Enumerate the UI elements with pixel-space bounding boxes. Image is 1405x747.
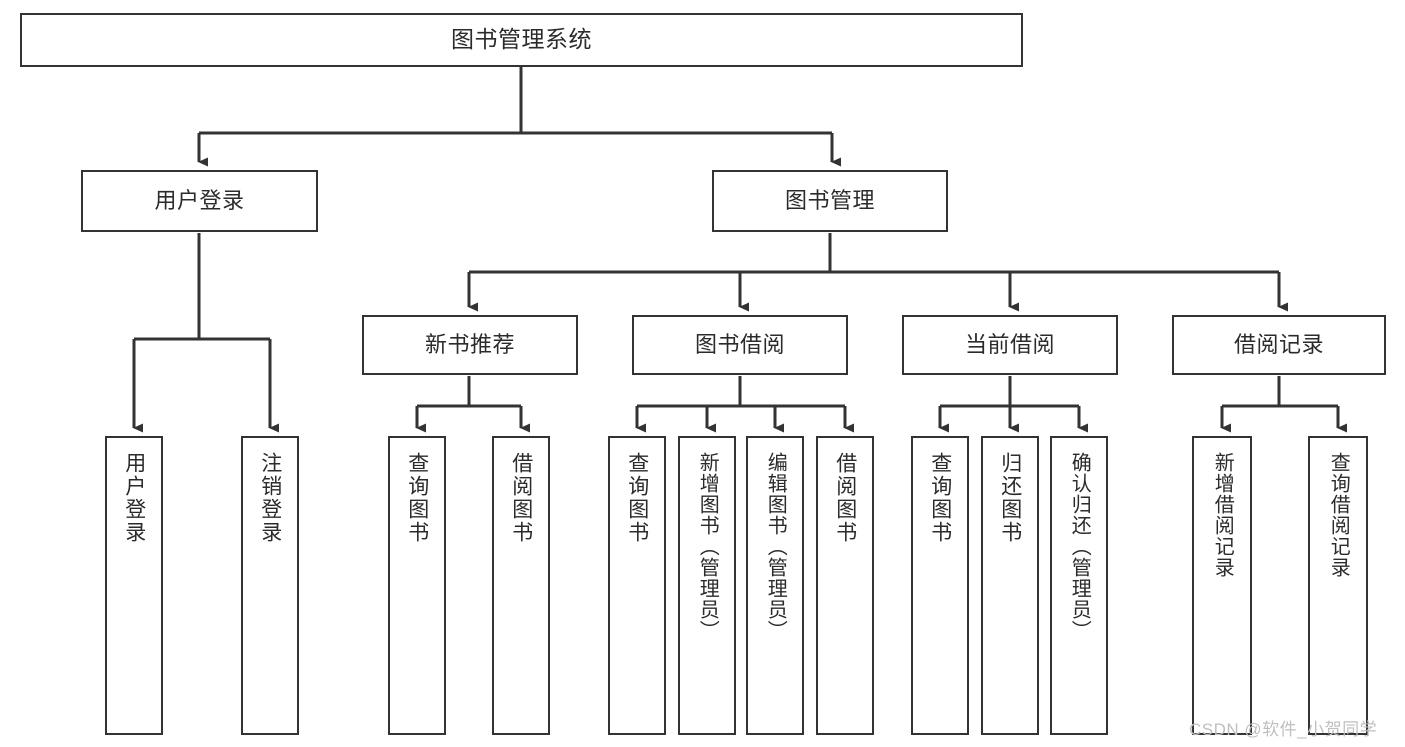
node-borrow-record[interactable]: 借阅记录 [1172, 315, 1386, 375]
edges-borrowrecord-to-leaves [1220, 376, 1347, 433]
leaf-node-edit-book[interactable]: 编辑图书（管理员） [746, 436, 804, 735]
edges-bookmanage-to-level3 [467, 233, 1288, 312]
node-book-manage[interactable]: 图书管理 [712, 170, 948, 232]
leaf-node-query-book-current[interactable]: 查询图书 [911, 436, 969, 735]
node-current-borrow[interactable]: 当前借阅 [902, 315, 1118, 375]
leaf-node-add-book[interactable]: 新增图书（管理员） [678, 436, 736, 735]
leaf-node-logout-login[interactable]: 注销登录 [241, 436, 299, 735]
node-label: 新增图书（管理员） [696, 452, 719, 641]
leaf-node-borrow-book-recommend[interactable]: 借阅图书 [492, 436, 550, 735]
node-label: 用户登录 [154, 188, 245, 214]
node-user-login[interactable]: 用户登录 [81, 170, 318, 232]
node-label: 查询图书 [928, 452, 952, 544]
leaf-node-confirm-return[interactable]: 确认归还（管理员） [1050, 436, 1108, 735]
node-root-system[interactable]: 图书管理系统 [20, 13, 1023, 67]
leaf-node-user-login[interactable]: 用户登录 [105, 436, 163, 735]
watermark-text: CSDN @软件_小贺同学 [1189, 720, 1378, 739]
leaf-node-query-book-recommend[interactable]: 查询图书 [388, 436, 446, 735]
node-label: 图书管理 [784, 188, 875, 214]
node-new-book-recommend[interactable]: 新书推荐 [362, 315, 578, 375]
node-label: 借阅记录 [1233, 332, 1324, 358]
leaf-node-query-book-borrow[interactable]: 查询图书 [608, 436, 666, 735]
node-label: 当前借阅 [964, 332, 1055, 358]
node-label: 注销登录 [258, 452, 282, 544]
node-label: 借阅图书 [509, 452, 533, 544]
node-label: 查询图书 [625, 452, 649, 544]
node-label: 归还图书 [998, 452, 1022, 544]
edges-userlogin-to-leaves [132, 233, 279, 433]
node-label: 查询图书 [405, 452, 429, 544]
node-label: 新书推荐 [424, 332, 515, 358]
leaf-node-add-borrow-record[interactable]: 新增借阅记录 [1192, 436, 1252, 735]
node-label: 确认归还（管理员） [1068, 452, 1091, 641]
node-label: 图书借阅 [694, 332, 785, 358]
leaf-node-borrow-book[interactable]: 借阅图书 [816, 436, 874, 735]
leaf-node-return-book[interactable]: 归还图书 [981, 436, 1039, 735]
node-label: 图书管理系统 [451, 26, 592, 53]
node-label: 用户登录 [122, 452, 146, 544]
edges-bookborrow-to-leaves [635, 376, 854, 433]
edges-newbookrec-to-leaves [415, 376, 530, 433]
node-book-borrow[interactable]: 图书借阅 [632, 315, 848, 375]
edges-root-to-level2 [197, 67, 841, 167]
edges-currentborrow-to-leaves [938, 376, 1088, 433]
node-label: 查询借阅记录 [1327, 452, 1350, 578]
node-label: 编辑图书（管理员） [764, 452, 787, 641]
node-label: 借阅图书 [833, 452, 857, 544]
node-label: 新增借阅记录 [1211, 452, 1234, 578]
leaf-node-query-borrow-record[interactable]: 查询借阅记录 [1308, 436, 1368, 735]
